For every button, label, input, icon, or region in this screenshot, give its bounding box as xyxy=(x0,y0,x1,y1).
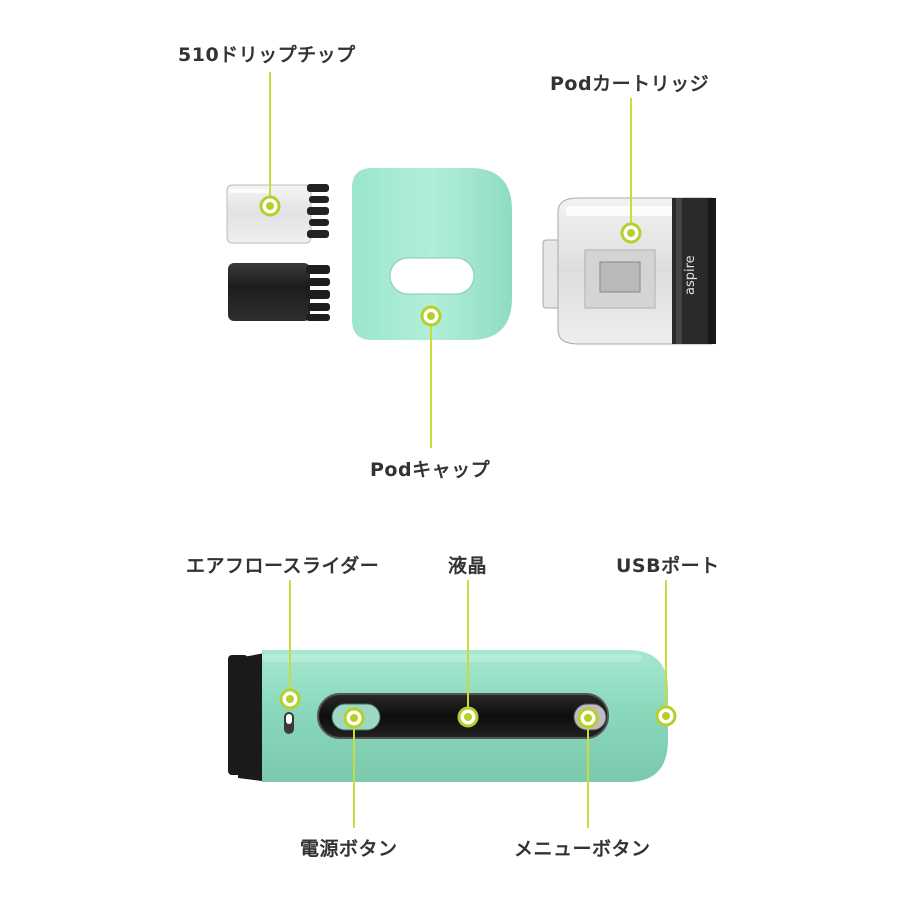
marker-airflow-slider xyxy=(279,688,301,710)
pod-cartridge: aspire xyxy=(542,197,716,345)
label-usb-port: USBポート xyxy=(616,555,720,577)
marker-usb-port xyxy=(655,705,677,727)
marker-pod-cap xyxy=(420,305,442,327)
drip-tip-black xyxy=(228,263,330,321)
label-airflow-slider: エアフロースライダー xyxy=(186,555,380,577)
label-lcd: 液晶 xyxy=(448,555,488,577)
drip-tip-clear xyxy=(226,184,329,244)
marker-lcd xyxy=(457,706,479,728)
leader-lines xyxy=(269,72,667,828)
label-menu-button: メニューボタン xyxy=(514,838,651,860)
marker-menu-button xyxy=(577,707,599,729)
pod-cap xyxy=(352,168,512,340)
label-pod-cap: Podキャップ xyxy=(370,459,491,481)
device-body xyxy=(228,650,668,782)
label-drip-tip: 510ドリップチップ xyxy=(178,44,356,66)
brand-text: aspire xyxy=(683,255,698,295)
marker-pod-cartridge xyxy=(620,222,642,244)
markers xyxy=(259,195,677,729)
label-pod-cartridge: Podカートリッジ xyxy=(550,73,710,95)
marker-power-button xyxy=(343,707,365,729)
marker-drip-tip xyxy=(259,195,281,217)
label-power-button: 電源ボタン xyxy=(300,838,398,860)
